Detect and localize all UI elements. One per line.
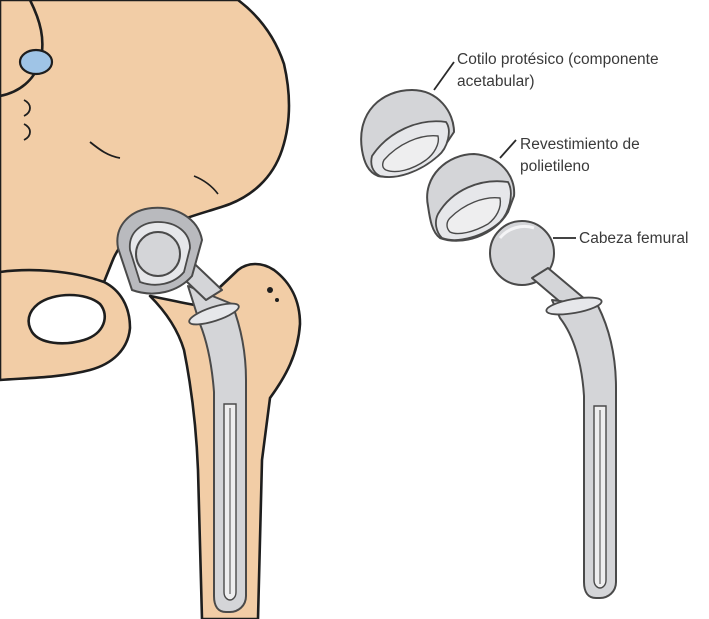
liner-label-line1: Revestimiento de	[520, 136, 640, 153]
liner-leader-line	[500, 140, 516, 158]
cup-label-line1: Cotilo protésico (componente	[457, 51, 659, 68]
cup-label-line2: acetabular)	[457, 73, 535, 90]
implanted-femoral-head	[136, 232, 180, 276]
trochanter-mark	[267, 287, 273, 293]
sacroiliac-joint	[20, 50, 52, 74]
head-label: Cabeza femural	[579, 230, 688, 247]
acetabular-cup	[361, 90, 454, 177]
implanted-hip	[0, 0, 300, 619]
trochanter-mark	[275, 298, 279, 302]
liner-label-line2: polietileno	[520, 158, 590, 175]
cup-leader-line	[434, 62, 454, 90]
obturator-foramen	[29, 295, 105, 343]
